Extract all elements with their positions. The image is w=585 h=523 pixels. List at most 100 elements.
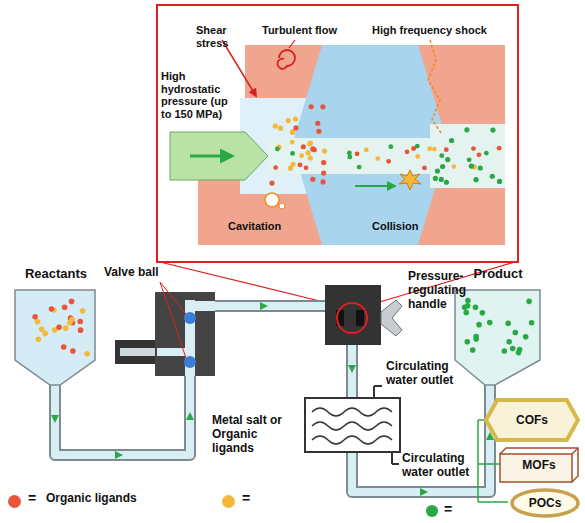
mof-cube: MOFs <box>498 446 580 484</box>
part-label: Circulating water outlet <box>402 452 476 480</box>
particle <box>411 146 416 151</box>
particle <box>484 151 489 156</box>
heat-exchanger <box>305 398 400 452</box>
cavitation-bubble <box>265 193 279 207</box>
effect-label: Collision <box>372 220 436 233</box>
framework-label: MOFs <box>522 458 555 472</box>
shock-wave <box>428 40 442 134</box>
effect-label: Cavitation <box>228 220 300 233</box>
pump-channel <box>185 300 195 376</box>
particle <box>505 320 511 326</box>
particle <box>49 306 55 312</box>
particle <box>444 180 449 185</box>
particle <box>320 179 325 184</box>
particle <box>526 299 532 305</box>
particle <box>473 304 479 310</box>
particle <box>415 154 420 159</box>
product-beaker <box>455 290 540 385</box>
particle <box>56 325 62 331</box>
particle <box>523 334 529 340</box>
particle <box>62 305 68 311</box>
particle <box>299 153 304 158</box>
particle <box>411 146 416 151</box>
particle <box>432 147 437 152</box>
particle <box>465 298 471 304</box>
pipes <box>55 306 490 492</box>
particle <box>286 118 291 123</box>
particle <box>308 141 313 146</box>
legend-swatch <box>222 495 235 508</box>
flow-arrows <box>51 302 494 496</box>
particle <box>290 130 295 135</box>
legend-text: Metal salt or Organic ligands <box>212 414 286 455</box>
particle <box>315 121 320 126</box>
equals-sign: = <box>242 490 256 506</box>
piston-rod <box>120 348 157 356</box>
particle <box>278 126 283 131</box>
particle <box>36 336 42 342</box>
particle <box>357 165 362 170</box>
particle <box>80 308 86 314</box>
cavitation-bubble <box>279 203 285 209</box>
particle <box>433 176 438 181</box>
equals-sign: = <box>28 490 42 506</box>
particle <box>312 147 317 152</box>
product-dot <box>426 505 438 517</box>
particle <box>497 179 502 184</box>
flow-arrow <box>355 185 395 187</box>
water-port <box>391 452 393 464</box>
particle <box>298 163 303 168</box>
framework-label: POCs <box>529 496 562 510</box>
leader-line <box>160 282 186 358</box>
key-line <box>477 420 479 502</box>
particle <box>451 164 456 169</box>
particle <box>321 160 326 165</box>
particle <box>35 319 41 325</box>
particle <box>69 299 75 305</box>
particle <box>427 146 432 151</box>
particle <box>445 157 450 162</box>
leader-line <box>160 282 186 314</box>
valve-piston <box>170 132 268 180</box>
particle <box>61 344 67 350</box>
particle <box>375 156 380 161</box>
particle <box>469 163 474 168</box>
particle <box>321 170 326 175</box>
particle <box>310 177 315 182</box>
particle <box>405 149 410 154</box>
water-port <box>373 386 375 398</box>
particle <box>435 168 440 173</box>
inset-frame <box>157 5 518 262</box>
particle <box>510 346 516 352</box>
particle <box>502 348 508 354</box>
particle <box>476 322 482 328</box>
part-label: Circulating water outlet <box>386 360 482 388</box>
particle <box>275 147 280 152</box>
vessel-label: Product <box>452 266 544 281</box>
effect-label: High frequency shock <box>372 24 508 37</box>
particle <box>529 320 535 326</box>
particle <box>77 319 83 325</box>
turbulence-icon <box>278 50 295 69</box>
particle <box>473 334 479 340</box>
particle <box>506 339 512 345</box>
particle <box>290 140 295 145</box>
particle <box>307 142 312 147</box>
particle <box>304 165 309 170</box>
particle <box>320 104 325 109</box>
particle <box>497 146 502 151</box>
reactant-beaker <box>15 290 95 385</box>
particle <box>273 123 278 128</box>
pump-channel <box>190 301 215 311</box>
particle <box>273 165 278 170</box>
key-line <box>478 501 508 503</box>
particle <box>347 151 352 156</box>
particle <box>439 153 444 158</box>
particle <box>293 116 298 121</box>
particle <box>439 177 444 182</box>
particle <box>464 127 469 132</box>
particle <box>305 150 310 155</box>
particle <box>32 314 38 320</box>
